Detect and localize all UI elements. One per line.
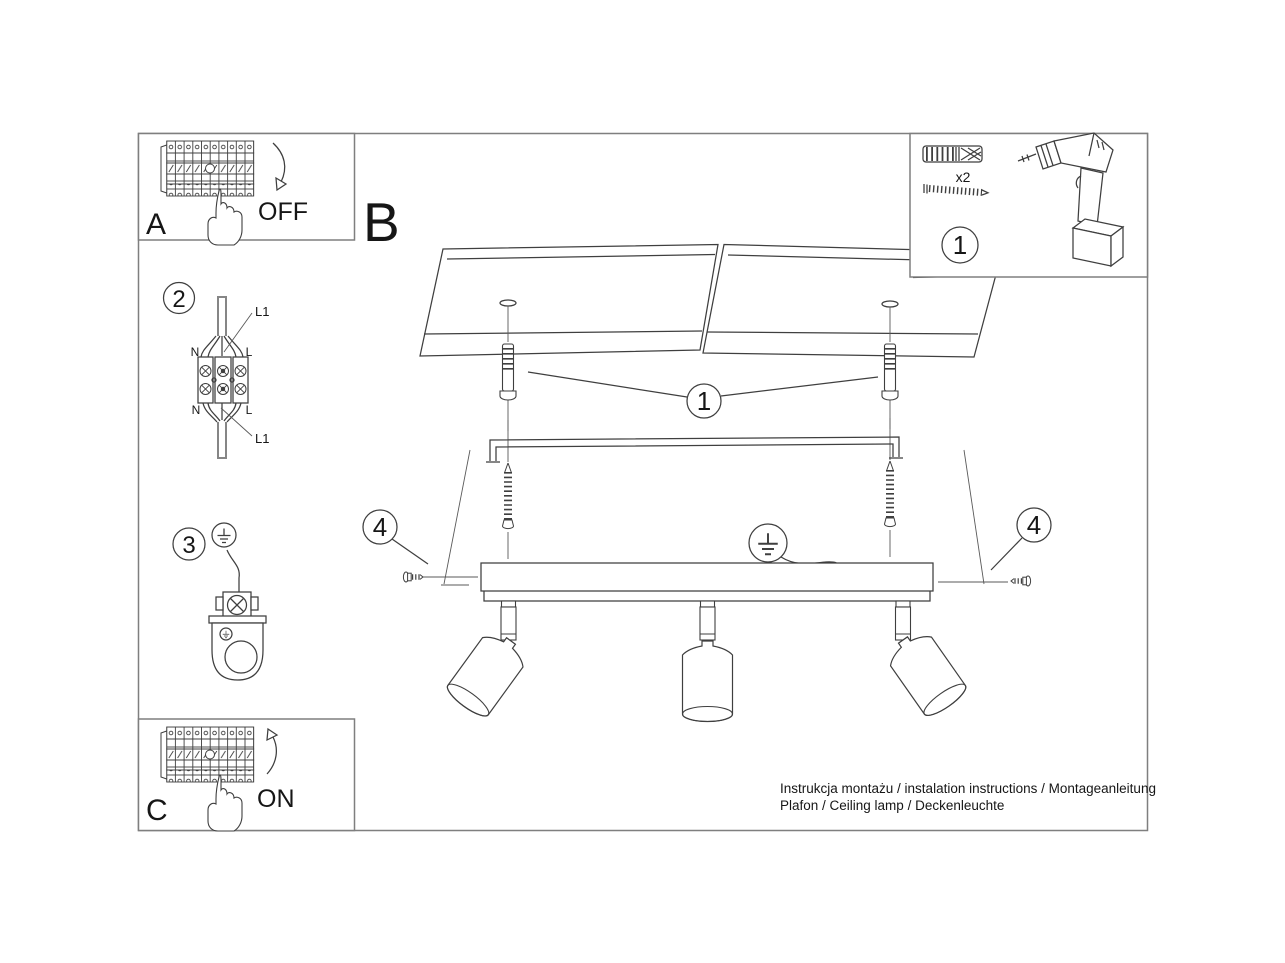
terminal-block-drawing [197, 356, 249, 404]
panel-c-label: C [146, 794, 168, 827]
screw-icon [923, 184, 990, 196]
cable-drawing [200, 296, 244, 459]
label-live-top: L1 [255, 304, 269, 319]
panel-wiring: 2 L1 N L [162, 281, 269, 459]
ground-wire [226, 549, 240, 592]
callout-anchors: 1 [527, 371, 879, 419]
wall-plug-left [500, 344, 516, 400]
main-frame [137, 132, 1149, 832]
callout-screw-left-number: 4 [373, 512, 387, 542]
breaker-panel-icon [160, 140, 255, 197]
footer: Instrukcja montażu / instalation instruc… [780, 781, 1156, 813]
spot-shade-center [681, 640, 734, 723]
main-assembly-diagram: B 1 [362, 191, 1052, 723]
spot-stem-center [699, 600, 716, 641]
construction-lines [507, 306, 891, 559]
panel-a-action: OFF [258, 198, 308, 226]
drill-icon [1017, 132, 1125, 268]
callout-screw-left: 4 [362, 509, 429, 582]
callout-anchors-number: 1 [697, 386, 711, 416]
wall-plug-right [882, 344, 898, 400]
callout-screw-right-number: 4 [1027, 510, 1041, 540]
mount-plate-drawing [208, 615, 267, 681]
wiring-step-circle [162, 281, 196, 315]
tools-step-number: 1 [953, 230, 967, 260]
spot-stem-left [500, 600, 517, 641]
ground-terminal-drawing [215, 591, 259, 619]
panel-c-action: ON [257, 785, 295, 813]
anchor-quantity: x2 [956, 169, 971, 185]
ground-step-circle [172, 527, 206, 561]
projection-lines [423, 449, 1008, 586]
breaker-panel-icon [160, 726, 255, 783]
tools-step-circle [941, 226, 979, 264]
panel-ground: 3 [172, 522, 267, 681]
wire-leader-lines [220, 312, 253, 437]
mounting-bracket-drawing [486, 436, 903, 463]
ground-symbol-icon [211, 522, 237, 548]
spot-shade-left [442, 625, 532, 722]
ceiling-hole-left [499, 299, 517, 307]
mounting-screw-right [885, 461, 896, 527]
arrow-up-icon [266, 727, 279, 775]
panel-a-label: A [146, 208, 166, 241]
footer-line2: Plafon / Ceiling lamp / Deckenleuchte [780, 798, 1004, 813]
label-line-top: L [246, 345, 253, 359]
callout-screw-right: 4 [990, 507, 1052, 586]
arrow-down-icon [272, 142, 288, 192]
panel-b-label: B [363, 191, 400, 253]
wall-plug-icon [922, 145, 983, 163]
ceiling-hole-right [881, 300, 899, 308]
label-neutral-top: N [191, 345, 200, 359]
small-screw-left [403, 572, 423, 582]
lamp-base-drawing [480, 562, 934, 602]
spot-stem-right [894, 600, 912, 641]
panel-tools: x2 1 [909, 132, 1149, 278]
footer-line1: Instrukcja montażu / instalation instruc… [780, 781, 1156, 796]
mounting-screw-left [503, 463, 514, 529]
label-live-bottom: L1 [255, 431, 269, 446]
wiring-step-number: 2 [172, 286, 185, 313]
label-neutral-bottom: N [192, 403, 201, 417]
panel-c-power-on: C ON [137, 718, 356, 832]
label-line-bottom: L [246, 403, 253, 417]
small-screw-right [1011, 576, 1031, 586]
panel-a-power-off: A OFF [137, 132, 356, 246]
ground-step-number: 3 [182, 532, 195, 559]
